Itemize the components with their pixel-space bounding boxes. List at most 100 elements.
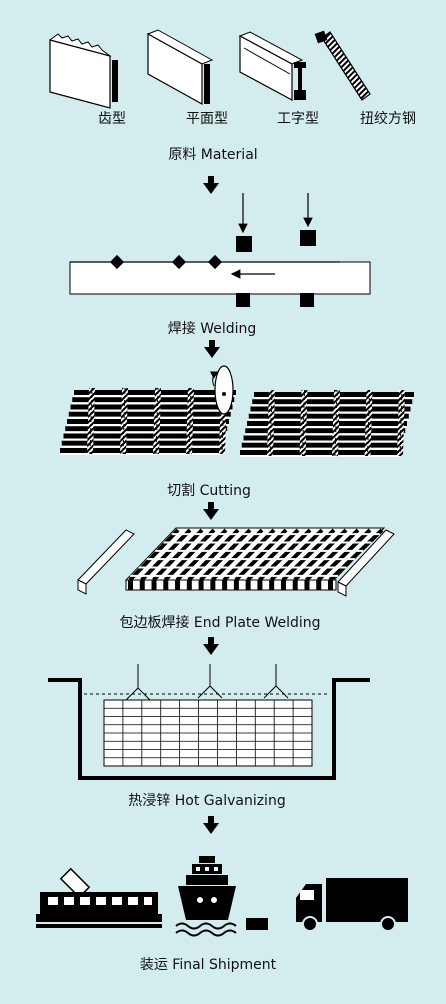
bearing-bar	[258, 528, 312, 582]
bearing-bar	[68, 411, 231, 417]
bearing-bar-face	[210, 580, 216, 590]
bearing-bar-face	[257, 580, 263, 590]
bearing-bar	[252, 399, 413, 405]
cross-bar-twist	[188, 387, 192, 455]
step-label-final-shipment: 装运 Final Shipment	[139, 957, 277, 973]
bearing-bar	[63, 433, 226, 439]
bearing-bar-highlight	[250, 411, 411, 414]
bearing-bar-highlight	[241, 447, 402, 450]
flow-arrow-1	[203, 176, 219, 194]
bearing-bar	[246, 528, 300, 582]
material-label-plain: 平面型	[186, 111, 228, 127]
plain-bar-icon	[146, 29, 214, 106]
bearing-bar	[60, 448, 222, 453]
grating-front-edge	[125, 579, 337, 591]
bearing-bar	[243, 435, 404, 441]
bearing-bar-highlight	[240, 455, 400, 457]
i-bar-icon	[238, 31, 306, 102]
material-label-i-bar: 工字型	[277, 111, 319, 127]
cross-bar-twist	[221, 387, 225, 455]
material-label-twisted: 扭绞方钢	[360, 111, 416, 127]
cross-bar-twist	[367, 389, 370, 457]
bearing-bar-highlight	[61, 445, 224, 448]
bearing-bar-face	[163, 580, 169, 590]
cross-bar-twist	[122, 387, 126, 455]
bearing-bar-face	[186, 580, 192, 590]
bearing-bar	[247, 421, 407, 426]
bearing-bar	[128, 528, 180, 582]
bearing-bar	[316, 528, 372, 582]
bearing-bar-highlight	[243, 440, 404, 443]
bearing-bar-face	[233, 580, 239, 590]
bearing-bar	[67, 419, 229, 424]
bearing-bar-face	[128, 580, 133, 590]
hanging-hooks	[125, 664, 289, 701]
ship-icon	[175, 856, 268, 937]
step-label-cutting: 切割 Cutting	[167, 483, 251, 499]
bearing-bar-face	[316, 580, 322, 590]
cross-bar-twist	[334, 389, 338, 457]
bearing-bar	[175, 528, 228, 582]
bearing-bar-highlight	[248, 418, 409, 421]
bearing-bar-highlight	[245, 433, 406, 436]
bearing-bar-highlight	[68, 416, 231, 419]
bearing-bar-face	[175, 580, 181, 590]
cut-grating-panels	[60, 387, 414, 457]
bearing-bar-highlight	[252, 404, 413, 407]
bearing-bar	[269, 528, 324, 582]
bearing-bar-face	[292, 580, 298, 590]
flow-arrow-2	[204, 340, 220, 358]
truck-icon	[296, 878, 408, 932]
bearing-bar	[65, 426, 228, 432]
bearing-bar-highlight	[63, 438, 226, 441]
cross-bar-twist	[399, 389, 403, 457]
train-icon	[36, 867, 162, 928]
bearing-bar-highlight	[72, 402, 235, 405]
bearing-bar	[328, 528, 384, 582]
bearing-bar	[163, 528, 216, 582]
flow-arrow-4	[203, 637, 219, 655]
bearing-bar	[199, 528, 252, 582]
bearing-bar-face	[222, 580, 228, 590]
flow-arrow-3	[203, 502, 219, 520]
bearing-bar-face	[139, 580, 145, 590]
bearing-bar	[210, 528, 264, 582]
bearing-bar	[248, 413, 409, 419]
bearing-bar	[187, 528, 240, 582]
twisted-square-bar-icon	[314, 30, 371, 101]
bearing-bar	[234, 528, 288, 582]
material-label-serrated: 齿型	[98, 111, 126, 127]
bearing-bar-highlight	[67, 424, 229, 426]
galvanizing-tank	[48, 664, 370, 780]
weld-point-diamonds	[109, 254, 223, 270]
bearing-bar	[241, 442, 402, 448]
welding-machine	[69, 193, 371, 307]
flow-arrow-5	[203, 816, 219, 834]
bearing-bar-highlight	[60, 453, 222, 455]
step-label-welding: 焊接 Welding	[167, 321, 257, 337]
bearing-bar-highlight	[65, 431, 228, 434]
end-plate-grating	[124, 527, 386, 591]
bearing-bar-face	[280, 580, 286, 590]
bearing-bar	[293, 528, 348, 582]
bearing-bar-face	[304, 580, 310, 590]
bearing-bar-face	[151, 580, 157, 590]
cutting-saw-icon	[209, 365, 234, 415]
cross-bar-twist	[89, 387, 93, 455]
bearing-bar	[70, 404, 233, 410]
bearing-bar-face	[198, 580, 204, 590]
immersed-grating	[103, 699, 313, 767]
bearing-bar-face	[269, 580, 275, 590]
bearing-bar	[240, 450, 400, 455]
bearing-bar-highlight	[247, 426, 407, 428]
bearing-bar	[245, 428, 406, 434]
bearing-bar	[281, 528, 336, 582]
bearing-bar	[152, 528, 204, 582]
bearing-bar	[140, 528, 192, 582]
end-plate-right	[337, 529, 395, 597]
bearing-bar	[250, 406, 411, 412]
cross-bar-twist	[155, 387, 159, 455]
bearing-bar	[222, 528, 276, 582]
step-label-hot-galvanizing: 热浸锌 Hot Galvanizing	[128, 793, 286, 809]
